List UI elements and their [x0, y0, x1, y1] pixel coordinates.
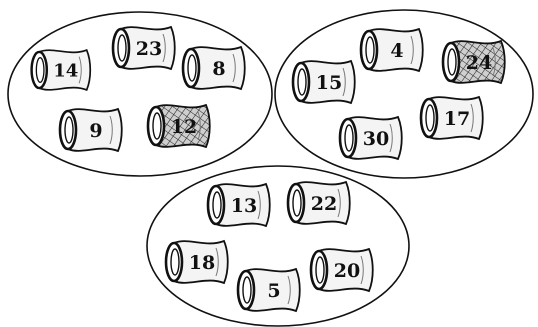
- can-label: 9: [89, 120, 102, 142]
- can-item: 13: [208, 184, 270, 226]
- can-label: 8: [212, 58, 225, 80]
- can-label: 22: [311, 193, 337, 215]
- can-item: 15: [293, 61, 355, 103]
- can-item: 24: [443, 41, 505, 83]
- can-item: 8: [183, 47, 245, 89]
- can-label: 17: [444, 108, 470, 130]
- can-label: 4: [390, 40, 403, 62]
- can-label: 13: [231, 195, 257, 217]
- can-item: 18: [166, 241, 228, 283]
- can-item: 14: [32, 50, 91, 90]
- can-item: 20: [311, 249, 373, 291]
- can-item: 22: [288, 182, 350, 224]
- can-label: 20: [334, 260, 360, 282]
- can-item: 17: [421, 97, 483, 139]
- can-label: 30: [363, 128, 389, 150]
- can-item: 5: [238, 269, 300, 311]
- can-label: 14: [53, 61, 78, 82]
- can-label: 5: [267, 280, 280, 302]
- can-item: 4: [361, 29, 423, 71]
- can-item: 9: [60, 109, 122, 151]
- can-item: 12: [148, 105, 210, 147]
- can-item: 30: [340, 117, 402, 159]
- can-label: 23: [136, 38, 162, 60]
- can-label: 18: [189, 252, 215, 274]
- can-label: 24: [466, 52, 492, 74]
- can-item: 23: [113, 27, 175, 69]
- can-label: 15: [316, 72, 342, 94]
- can-label: 12: [171, 116, 197, 138]
